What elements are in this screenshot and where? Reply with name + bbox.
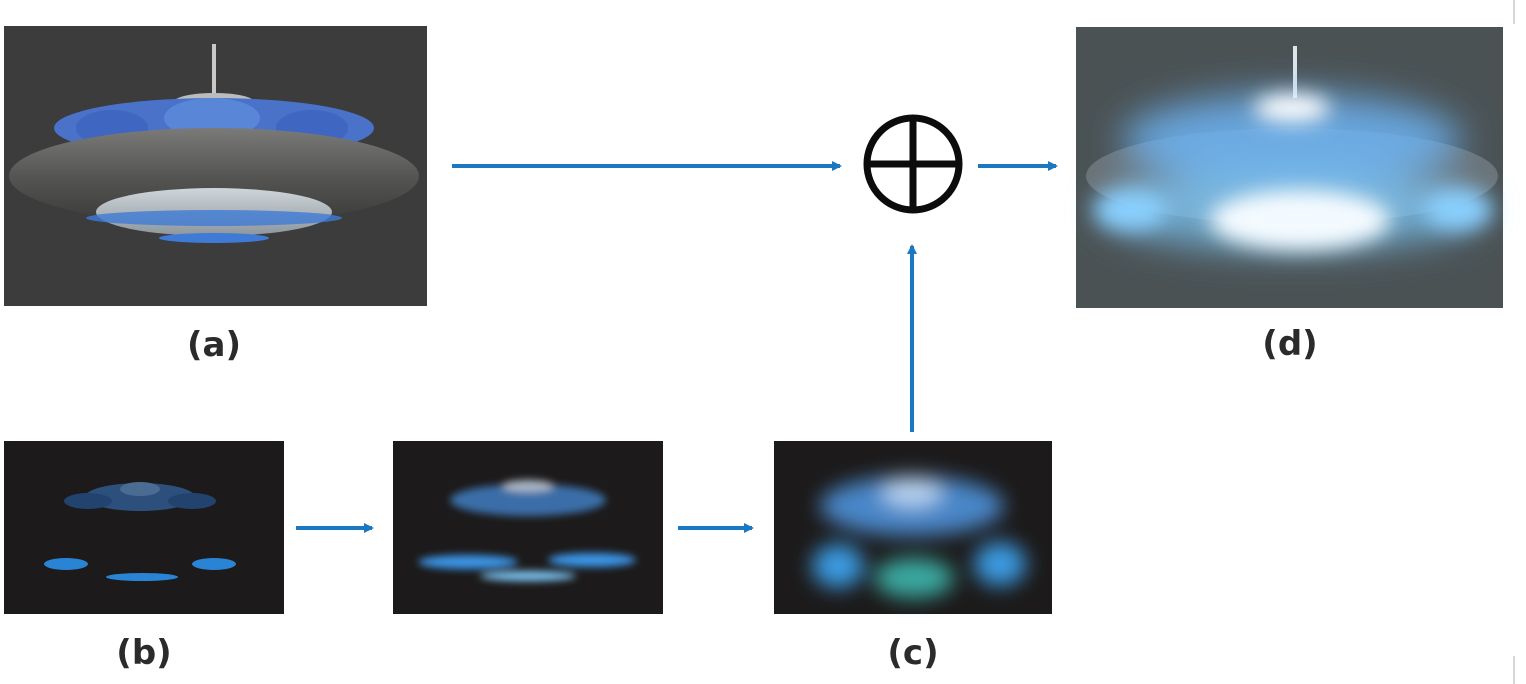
panel-c-image — [774, 441, 1052, 614]
page-edge-line-top — [1513, 0, 1515, 24]
add-operator-icon — [863, 114, 963, 214]
panel-b-image — [4, 441, 284, 614]
panel-c-label: (c) — [887, 633, 938, 673]
panel-d-image — [1076, 27, 1503, 308]
panel-blur-intermediate-image — [393, 441, 663, 614]
panel-b-label: (b) — [116, 633, 171, 673]
page-edge-line-bottom — [1513, 656, 1515, 684]
panel-a-label: (a) — [187, 325, 241, 365]
panel-a-image — [4, 26, 427, 306]
panel-d-label: (d) — [1262, 324, 1317, 364]
